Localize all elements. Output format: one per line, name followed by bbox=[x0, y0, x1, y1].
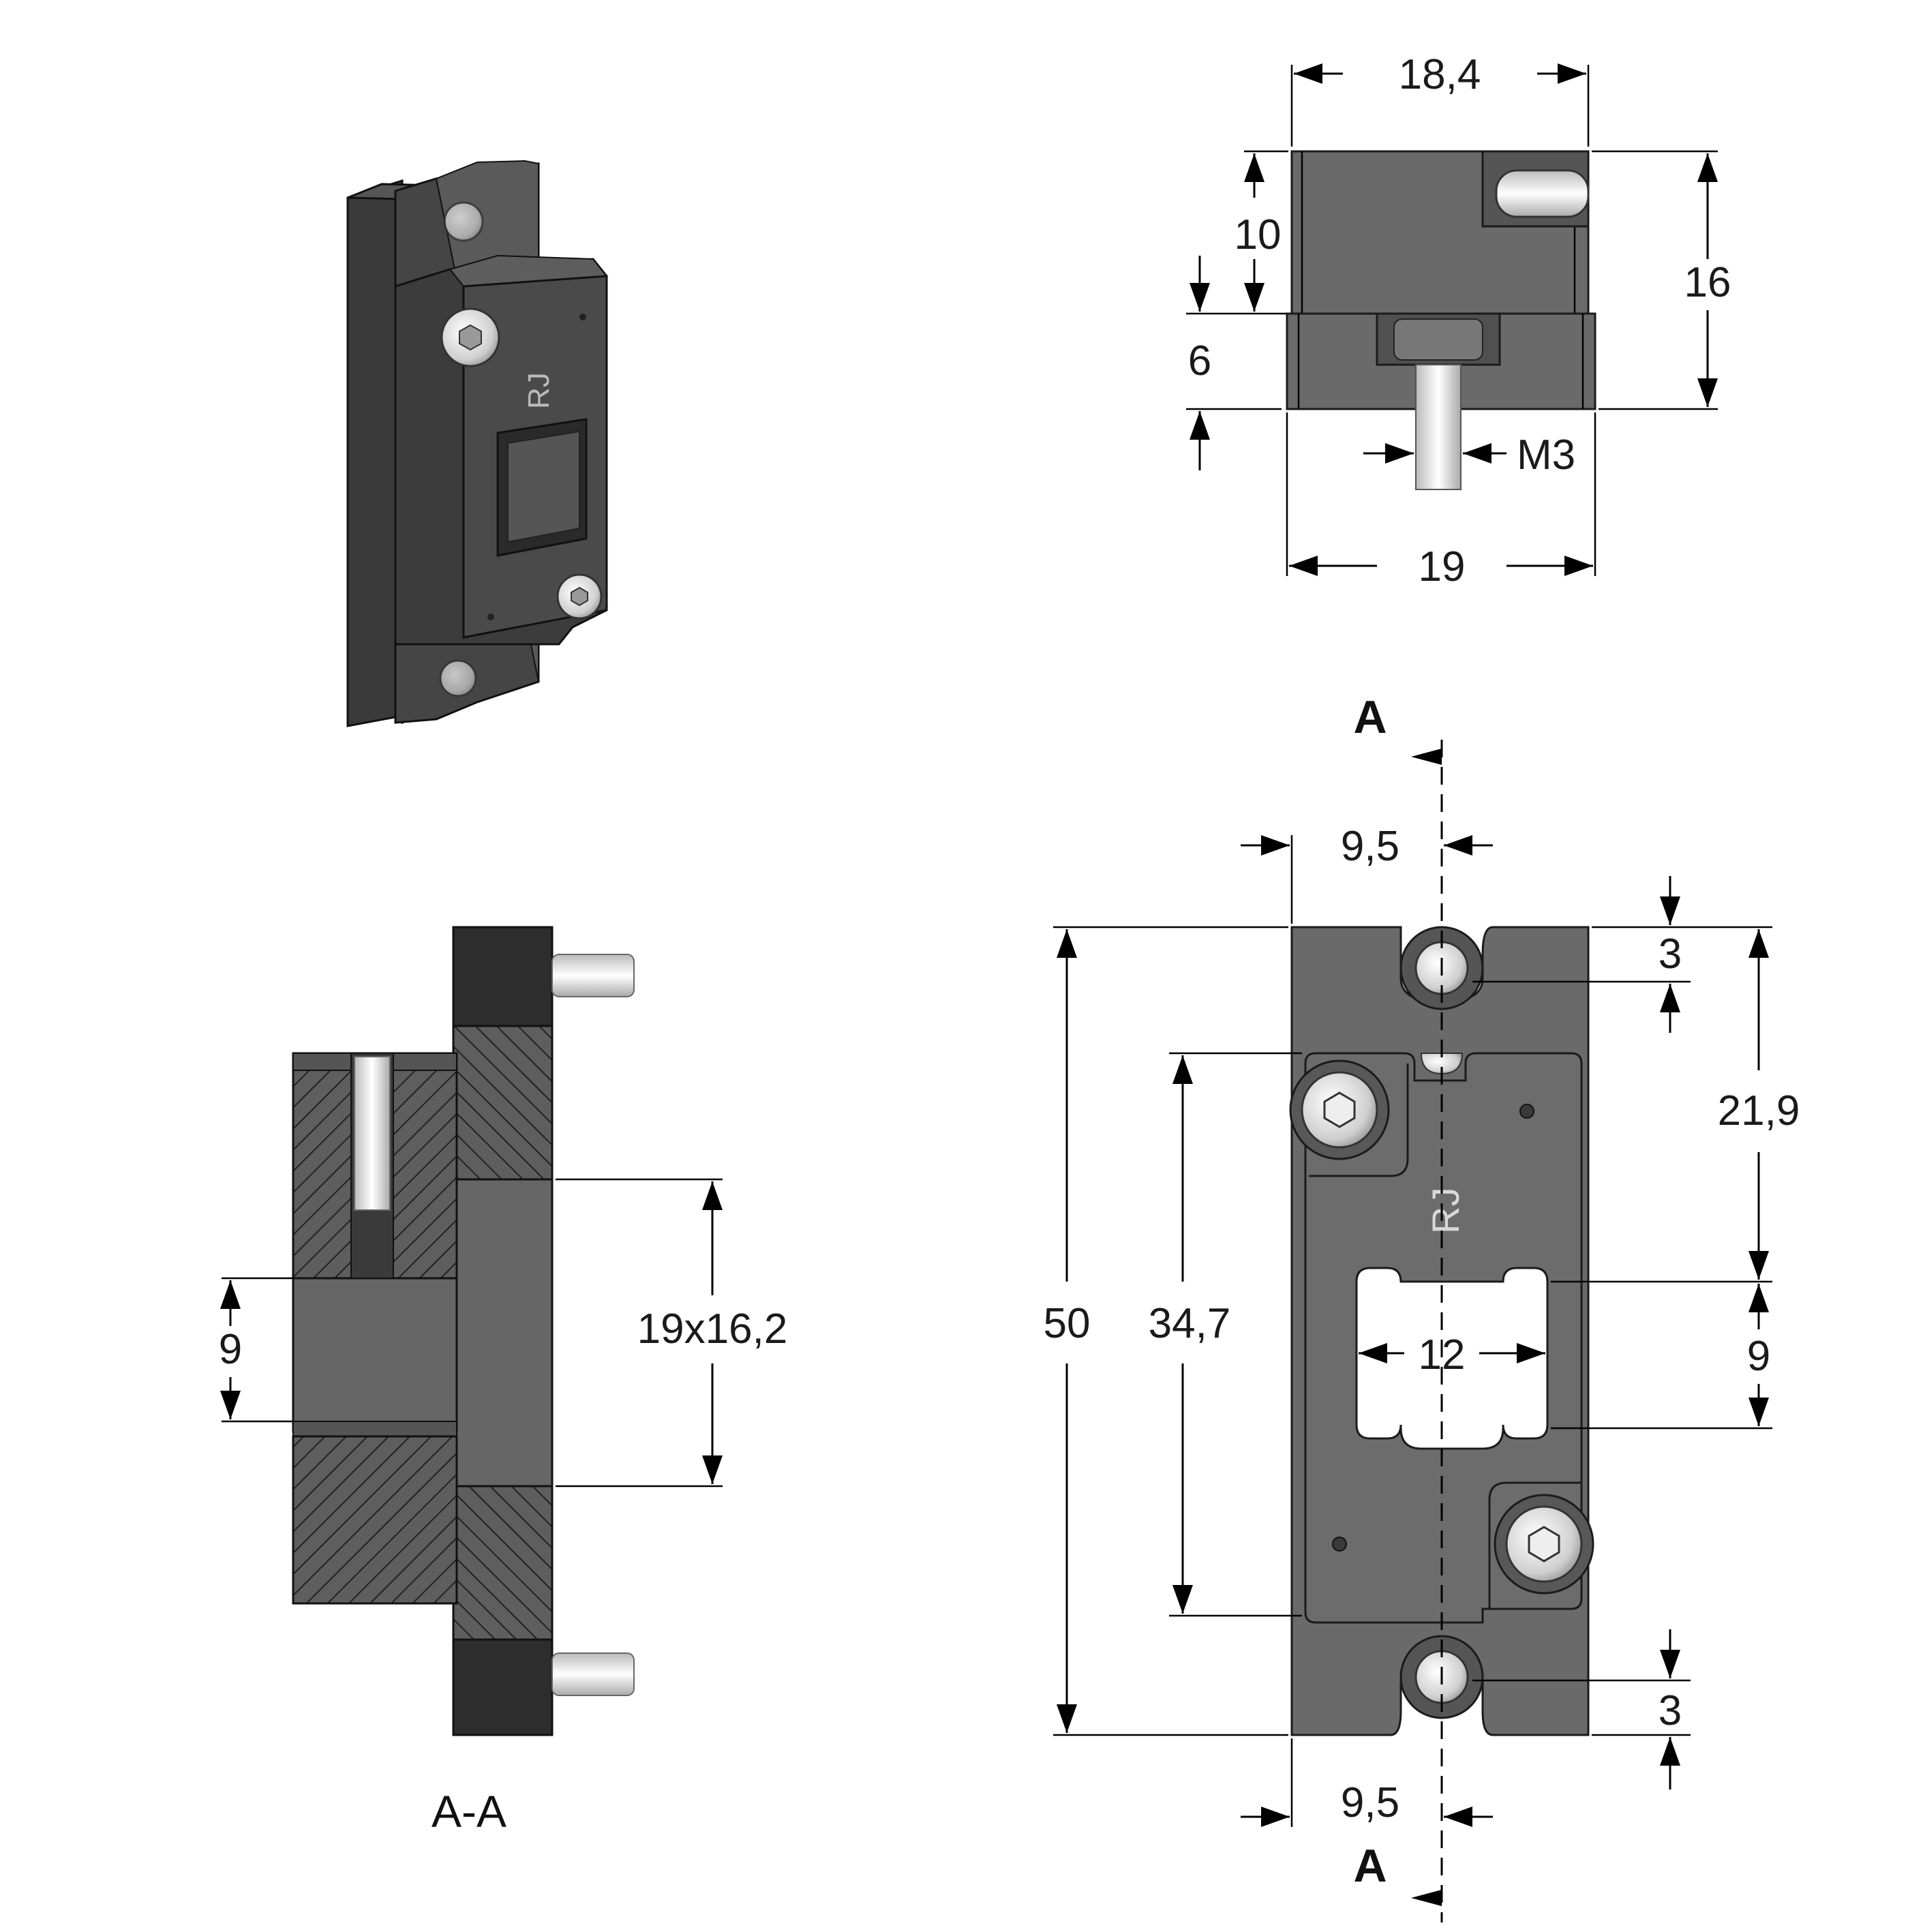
dim-width-top: 18,4 bbox=[1399, 51, 1481, 98]
dim-height-upper: 10 bbox=[1235, 211, 1282, 258]
dim-inner-height: 34,7 bbox=[1149, 1300, 1231, 1347]
dim-total-height: 50 bbox=[1044, 1300, 1091, 1347]
dim-section-window-h: 9 bbox=[219, 1326, 242, 1373]
iso-top-screw-icon bbox=[443, 201, 484, 242]
dim-section-opening: 19x16,2 bbox=[637, 1305, 788, 1353]
section-right-plate bbox=[452, 1025, 554, 1181]
iso-back-bar bbox=[346, 179, 404, 727]
section-vertical-pin bbox=[354, 1056, 391, 1211]
section-letter-bottom: A bbox=[1353, 1840, 1387, 1892]
dim-edge-top: 3 bbox=[1659, 931, 1682, 978]
section-top-pin bbox=[551, 954, 635, 997]
side-screw-head bbox=[1495, 169, 1590, 218]
front-view: RJ A A 9,5 9,5 3 3 21,9 bbox=[1044, 691, 1800, 1922]
dim-offset-top: 9,5 bbox=[1341, 823, 1399, 870]
dim-window-h-right: 9 bbox=[1747, 1333, 1770, 1380]
front-engraving: RJ bbox=[1424, 1188, 1467, 1234]
side-view: 18,4 10 6 16 M3 19 bbox=[1186, 51, 1731, 590]
iso-bottom-screw-icon bbox=[439, 659, 477, 697]
dim-height-lower: 6 bbox=[1188, 337, 1211, 384]
dim-to-window: 21,9 bbox=[1718, 1087, 1800, 1134]
front-rj-window bbox=[1355, 1267, 1549, 1450]
dim-offset-bottom: 9,5 bbox=[1341, 1779, 1399, 1826]
dim-height-total: 16 bbox=[1684, 259, 1731, 306]
section-letter-top: A bbox=[1353, 691, 1387, 743]
iso-engraving: RJ bbox=[522, 372, 556, 409]
dim-window-w: 12 bbox=[1419, 1331, 1466, 1378]
isometric-view: RJ bbox=[346, 160, 608, 727]
dim-edge-bottom: 3 bbox=[1659, 1687, 1682, 1734]
section-view: 9 19x16,2 A-A bbox=[219, 926, 788, 1837]
side-m3-pin bbox=[1415, 364, 1462, 490]
dim-width-bottom: 19 bbox=[1419, 543, 1466, 590]
dim-thread: M3 bbox=[1517, 432, 1575, 479]
section-caption: A-A bbox=[431, 1786, 506, 1837]
section-bottom-pin bbox=[551, 1652, 635, 1696]
